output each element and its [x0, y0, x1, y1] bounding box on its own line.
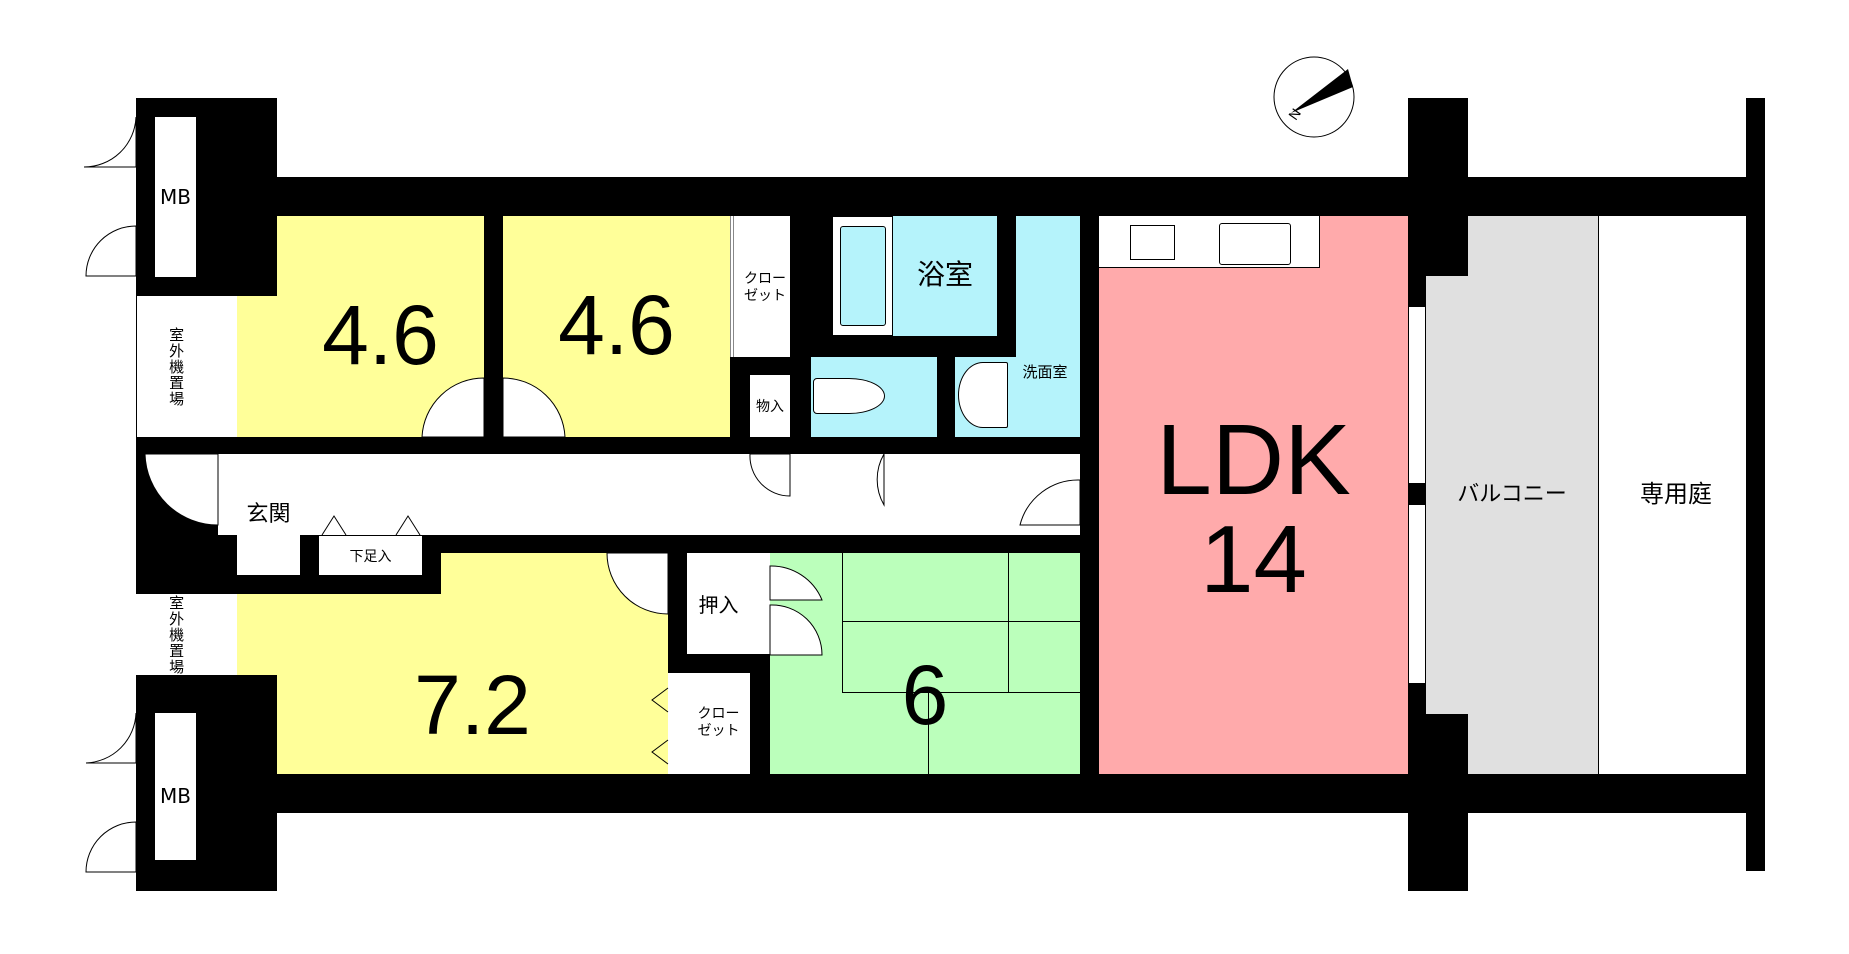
- door-mb-bottom-2: [85, 821, 137, 873]
- closet-folding-door: [651, 687, 669, 765]
- shoe-cabinet: [319, 535, 422, 575]
- western-room-1-size: 4.6: [322, 287, 439, 382]
- door-tatami-2: [769, 604, 823, 656]
- entrance-label: 玄関: [246, 502, 291, 528]
- mb-top-label: MB: [160, 184, 191, 209]
- door-toilet: [876, 452, 885, 507]
- bathtub-icon: [840, 226, 886, 326]
- storage-label: 物入: [756, 398, 784, 415]
- door-mb-bottom-1: [85, 712, 137, 764]
- ac-top-label: 室外機置場: [167, 326, 186, 407]
- door-mb-top-1: [83, 116, 137, 168]
- mb-bottom: [155, 713, 196, 860]
- door-washroom: [1019, 479, 1081, 526]
- closet-top: [730, 216, 790, 357]
- storage: [750, 375, 790, 437]
- window-sash[interactable]: [1408, 504, 1426, 684]
- wall-piece: [196, 675, 277, 774]
- wall-piece: [196, 216, 277, 296]
- wash-basin-icon: [958, 362, 1008, 428]
- ldk-size: 14: [1200, 505, 1307, 613]
- door-storage: [749, 453, 791, 497]
- ldk-label: LDK: [1156, 403, 1351, 516]
- tatami-room-size: 6: [901, 647, 949, 742]
- washroom-label: 洗面室: [1022, 363, 1068, 382]
- tatami-mat: [928, 693, 929, 774]
- balcony-wide: [1468, 216, 1598, 774]
- corridor: [218, 454, 1080, 535]
- door-mb-top-2: [85, 225, 137, 277]
- door-front: [144, 453, 219, 526]
- wall-right: [1746, 98, 1765, 871]
- tatami-room: [770, 553, 1080, 774]
- ldk: [1099, 216, 1408, 774]
- western-room-2-size: 4.6: [558, 277, 675, 372]
- shoe-cabinet-doors: [321, 515, 421, 536]
- closet-bottom-label: クロー ゼット: [697, 706, 740, 739]
- tatami-mat: [842, 622, 1080, 693]
- tatami-mat: [842, 553, 1080, 622]
- oshiire-label: 押入: [698, 592, 739, 617]
- shoe-cabinet-label: 下足入: [349, 549, 392, 566]
- private-garden-label: 専用庭: [1640, 480, 1712, 509]
- door-room1: [421, 377, 485, 438]
- oshiire: [687, 553, 770, 654]
- toilet-icon: [813, 378, 885, 414]
- closet-bottom: [668, 673, 750, 774]
- ac-bottom: [136, 594, 237, 675]
- tatami-mat: [1008, 553, 1009, 693]
- door-room3: [606, 552, 669, 615]
- western-room-3: [237, 594, 668, 774]
- closet-top-label: クロー ゼット: [744, 271, 786, 304]
- window-sash[interactable]: [1408, 306, 1426, 484]
- door-tatami-1: [769, 565, 823, 601]
- ac-top: [136, 296, 237, 437]
- private-garden: [1598, 216, 1746, 774]
- balcony-label: バルコニー: [1457, 482, 1567, 508]
- entrance: [237, 454, 300, 575]
- bathroom-label: 浴室: [916, 257, 973, 291]
- western-room-3-size: 7.2: [414, 657, 531, 752]
- sink-icon: [1219, 223, 1291, 265]
- stove-icon: [1130, 225, 1175, 260]
- door-room2: [502, 377, 566, 438]
- compass-icon: [1273, 56, 1355, 138]
- mb-top: [155, 117, 196, 277]
- ac-bottom-label: 室外機置場: [167, 594, 186, 675]
- mb-bottom-label: MB: [160, 783, 191, 808]
